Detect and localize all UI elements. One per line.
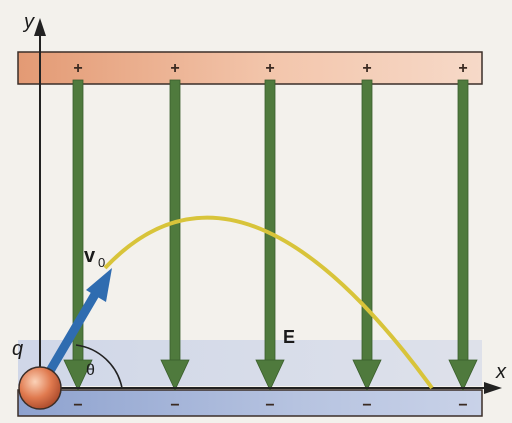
field-line-arrow bbox=[255, 79, 285, 391]
top-plate bbox=[17, 51, 483, 85]
plus-sign: + bbox=[73, 60, 82, 77]
plus-sign: + bbox=[362, 60, 371, 77]
angle-label: θ bbox=[86, 362, 95, 379]
background-band bbox=[18, 340, 482, 386]
bottom-plate bbox=[17, 389, 483, 417]
charge-label: q bbox=[12, 338, 23, 360]
minus-sign: − bbox=[458, 397, 467, 414]
plus-sign: + bbox=[265, 60, 274, 77]
trajectory-parabola bbox=[103, 215, 434, 390]
angle-arc bbox=[75, 344, 123, 389]
field-line-arrow bbox=[352, 79, 382, 391]
y-axis-label: y bbox=[22, 11, 35, 33]
charge-sphere bbox=[18, 366, 62, 410]
field-line-arrow bbox=[63, 79, 93, 391]
field-label: E bbox=[283, 327, 295, 347]
plus-sign: + bbox=[458, 60, 467, 77]
minus-sign: − bbox=[362, 397, 371, 414]
x-axis-label: x bbox=[495, 361, 507, 383]
velocity-label: v bbox=[84, 245, 96, 267]
velocity-subscript: 0 bbox=[98, 255, 105, 270]
minus-sign: − bbox=[170, 397, 179, 414]
x-axis bbox=[40, 382, 502, 394]
plus-sign: + bbox=[170, 60, 179, 77]
minus-sign: − bbox=[73, 397, 82, 414]
field-line-arrow bbox=[448, 79, 478, 391]
minus-sign: − bbox=[265, 397, 274, 414]
y-axis bbox=[34, 18, 46, 388]
